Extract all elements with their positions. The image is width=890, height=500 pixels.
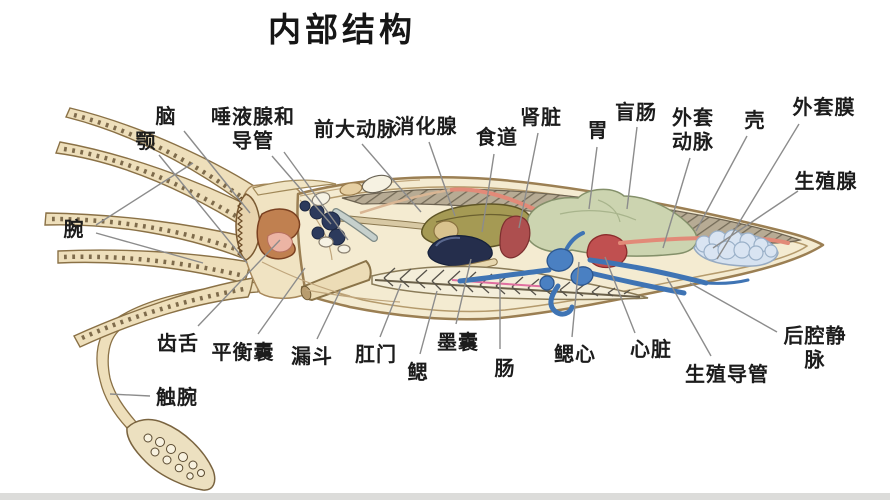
gonad-shape — [693, 229, 779, 267]
leader-mantle-artery — [662, 157, 691, 249]
ink-sac-shape — [427, 235, 493, 268]
gill-shape — [371, 265, 649, 301]
gill-hearts — [539, 248, 594, 291]
leader-salivary-gland — [283, 151, 349, 241]
leader-ink-sac — [455, 258, 472, 325]
leader-anterior-aorta — [361, 143, 422, 213]
anterior-gland-blob — [361, 174, 393, 194]
leader-jaw — [158, 154, 248, 264]
leader-esophagus — [481, 153, 495, 233]
leader-kidney — [518, 132, 539, 229]
leader-digestive-gland — [428, 141, 456, 217]
tentacle-shape — [96, 281, 259, 491]
leader-genital-duct — [666, 277, 712, 357]
leader-brain — [183, 130, 251, 214]
leader-statocyst — [257, 267, 306, 335]
leader-tentacle — [109, 393, 151, 397]
kidney-shape — [499, 215, 531, 259]
leader-gill-heart — [571, 261, 580, 338]
leader-salivary-gland — [271, 155, 332, 225]
toothed-disc — [235, 193, 261, 261]
collar-flap — [252, 179, 337, 196]
leader-funnel — [316, 288, 342, 340]
leader-arms — [95, 232, 204, 264]
leader-radula — [197, 239, 281, 327]
leader-heart — [604, 256, 636, 334]
leader-anus — [379, 283, 402, 338]
bottom-strip — [0, 493, 890, 500]
leader-shell — [695, 135, 748, 232]
tentacle-club — [126, 418, 216, 491]
leader-stomach — [588, 146, 598, 210]
leader-posterior-vena-cava — [689, 282, 778, 333]
diagram-title: 内部结构 — [268, 10, 416, 49]
neck-band — [332, 208, 378, 242]
arms-shapes — [44, 107, 266, 348]
leader-arms — [95, 162, 194, 226]
funnel-shape — [300, 259, 372, 302]
leader-lines — [95, 123, 800, 397]
leader-gonad — [712, 190, 799, 249]
leader-gill — [419, 290, 438, 355]
leader-cecum — [626, 126, 638, 210]
mantle-inner-wall — [311, 186, 809, 313]
